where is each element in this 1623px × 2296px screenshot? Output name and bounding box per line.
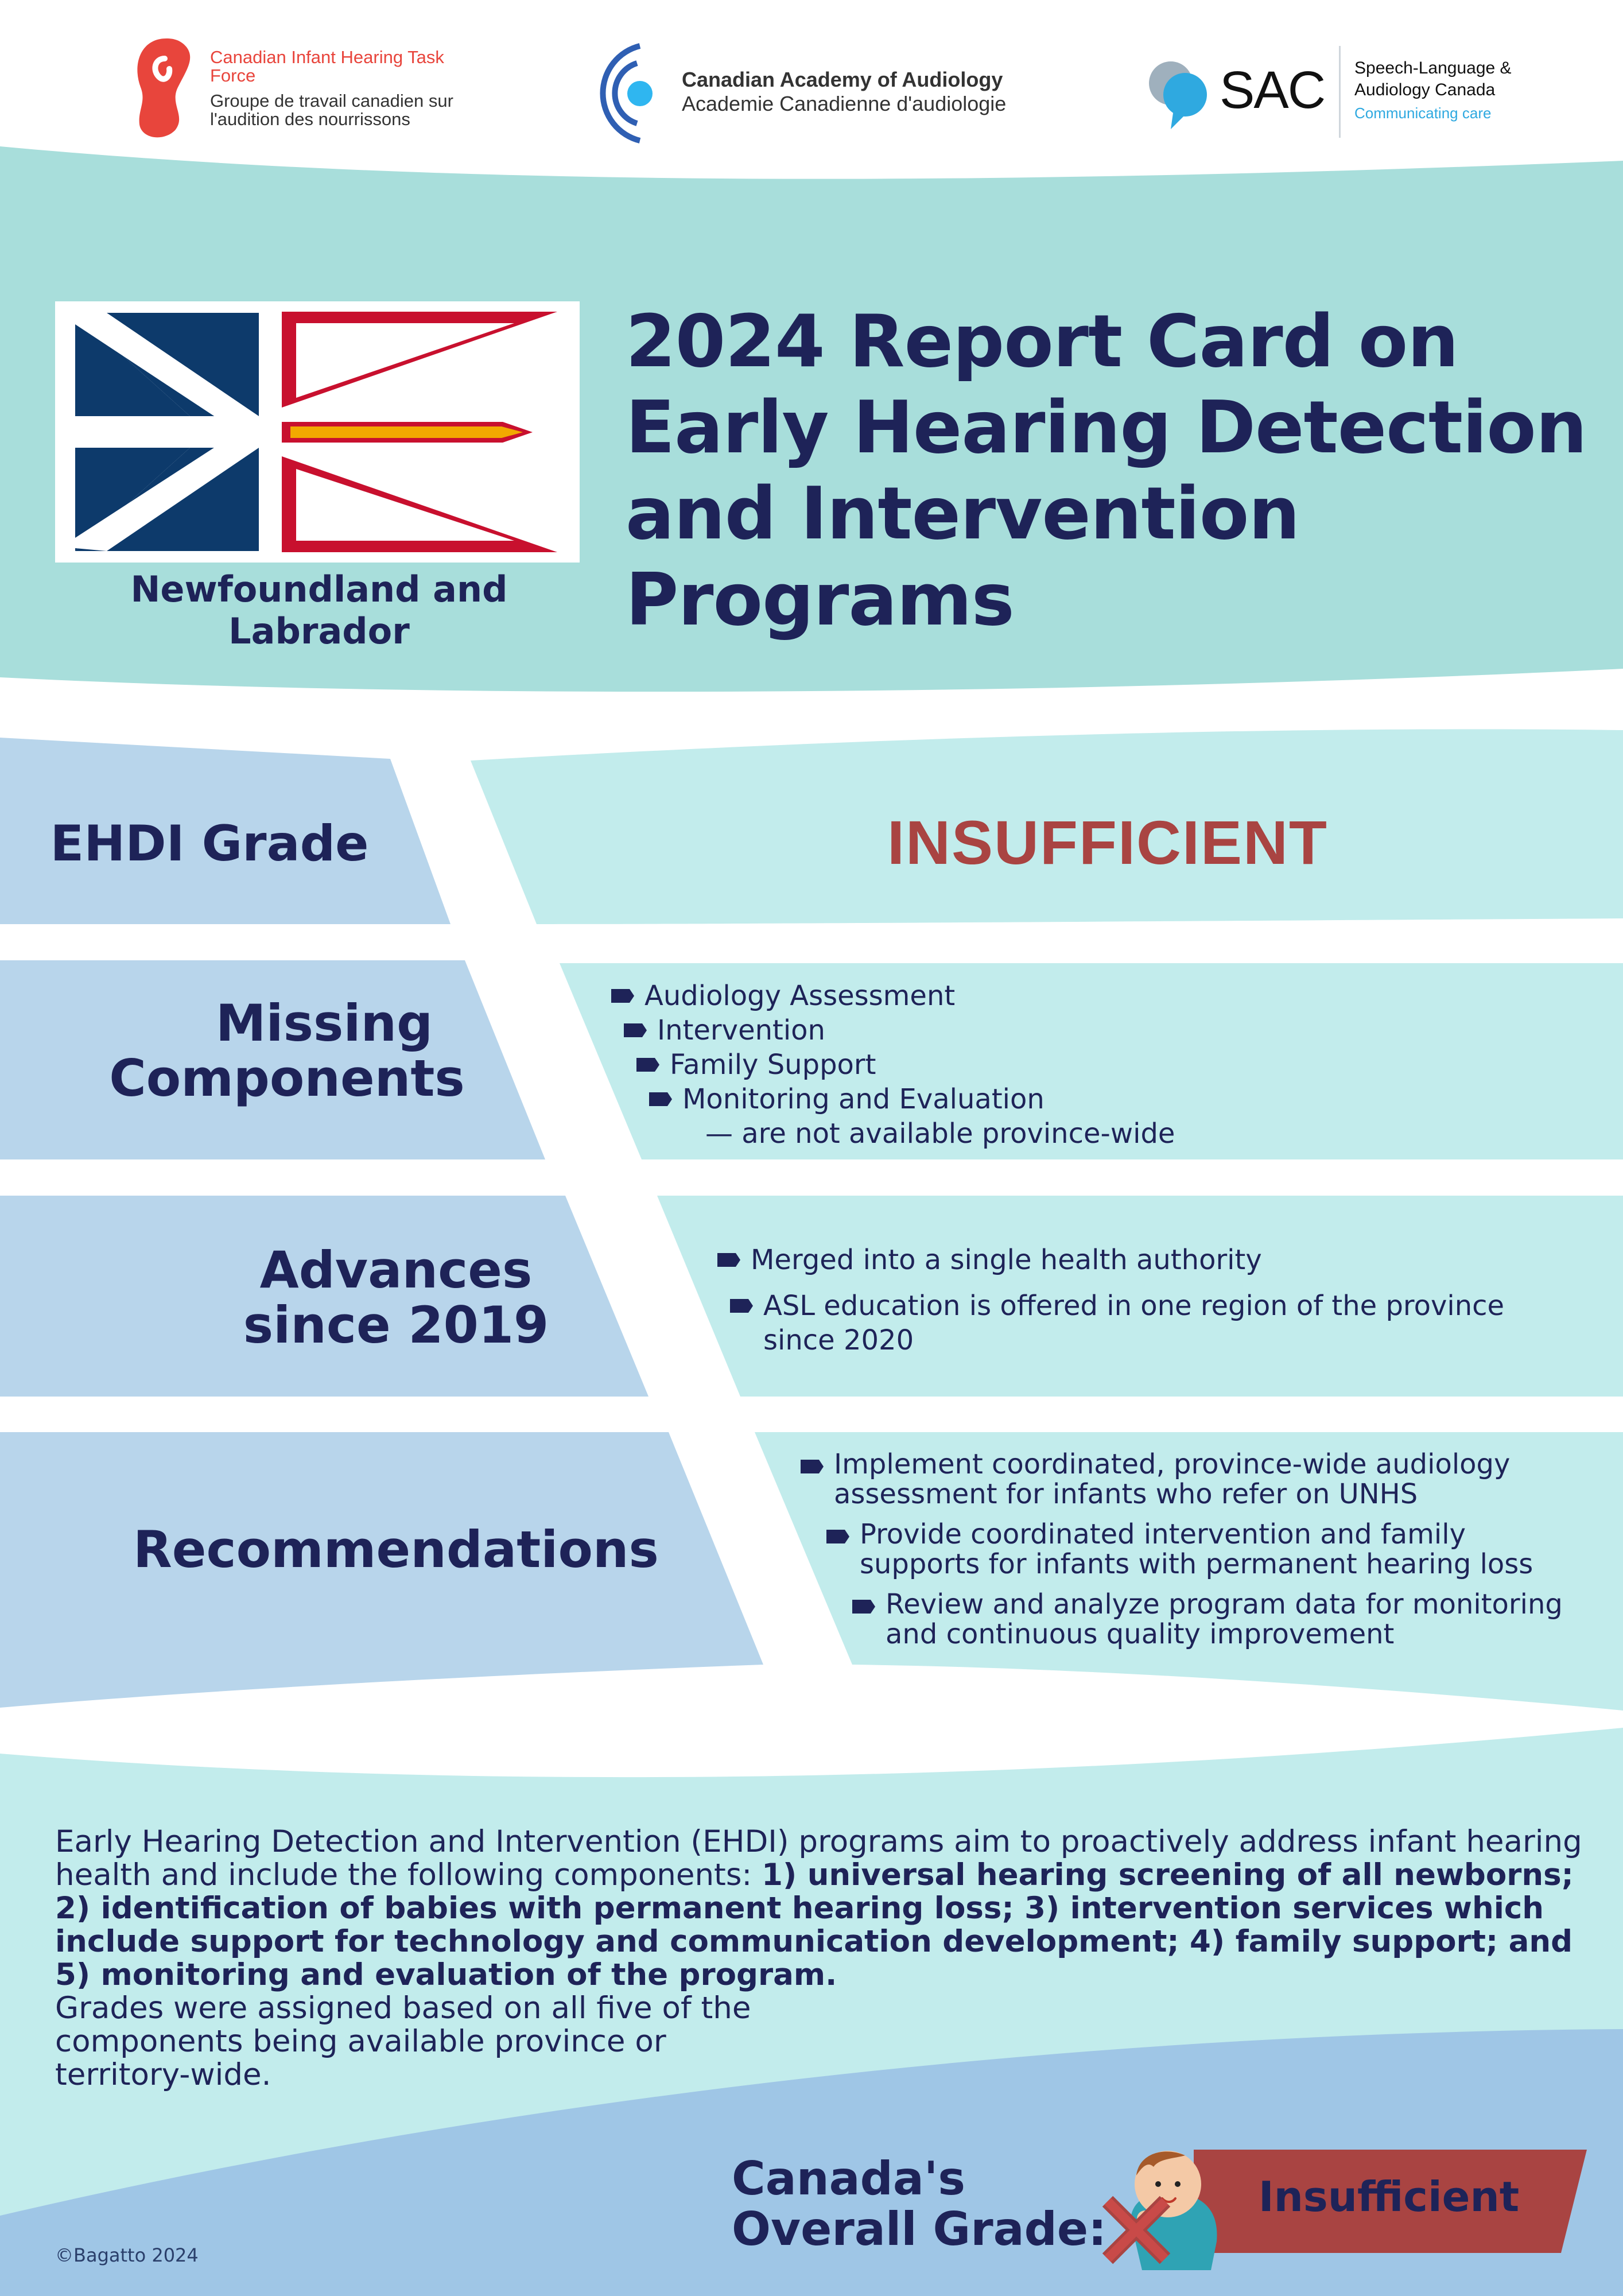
grade-label-shape	[0, 738, 451, 924]
description-intro: Early Hearing Detection and Intervention…	[55, 1824, 1582, 1892]
logo2-english: Canadian Academy of Audiology	[682, 68, 1003, 91]
logo1-french: Groupe de travail canadien sur l'auditio…	[210, 91, 453, 129]
recommendations-label: Recommendations	[133, 1520, 659, 1579]
overall-grade-label: Canada's Overall Grade:	[732, 2154, 1106, 2255]
missing-components-list: Audiology Assessment Intervention Family…	[611, 979, 1175, 1151]
logo3-name: Speech-Language & Audiology Canada	[1354, 59, 1512, 99]
advances-list: Merged into a single health authority AS…	[717, 1243, 1572, 1358]
logo2-french: Academie Canadienne d'audiologie	[682, 92, 1007, 115]
logo1-english: Canadian Infant Hearing Task Force	[210, 47, 444, 86]
overall-grade-badge	[1194, 2150, 1587, 2253]
sac-logo-mark: SAC	[1220, 61, 1326, 119]
logo-divider	[1339, 46, 1341, 138]
overall-grade-value: Insufficient	[1258, 2173, 1520, 2221]
missing-label-line-1: Missing	[215, 994, 433, 1053]
academy-logo-icon	[600, 43, 653, 144]
overall-label-line-1: Canada's	[732, 2152, 965, 2205]
ear-logo-icon	[137, 38, 191, 138]
advances-label-shape	[0, 1196, 649, 1397]
list-item: Audiology Assessment	[611, 979, 1175, 1013]
list-item: Monitoring and Evaluation	[649, 1082, 1175, 1116]
missing-label-line-2: Components	[109, 1049, 465, 1108]
logo3-tagline: Communicating care	[1354, 104, 1492, 122]
missing-components-label: Missing Components	[86, 996, 488, 1106]
missing-note: — are not available province-wide	[705, 1118, 1175, 1150]
list-item: Implement coordinated, province-wide aud…	[801, 1449, 1534, 1509]
province-name: Newfoundland and Labrador	[130, 568, 508, 652]
recommendations-list: Implement coordinated, province-wide aud…	[801, 1449, 1604, 1649]
missing-label-shape	[0, 960, 545, 1159]
list-item: Family Support	[636, 1048, 1175, 1082]
advances-label-line-2: since 2019	[243, 1296, 549, 1355]
list-item: Merged into a single health authority	[717, 1243, 1572, 1277]
grading-note: Grades were assigned based on all five o…	[55, 1991, 751, 2092]
speech-bubble-logo-icon	[1149, 61, 1207, 129]
red-x-icon	[1102, 2196, 1171, 2264]
list-item: Review and analyze program data for moni…	[852, 1589, 1614, 1649]
nl-flag-icon	[55, 301, 580, 563]
page-title: 2024 Report Card on Early Hearing Detect…	[626, 298, 1613, 643]
title-line-3: and Intervention Programs	[626, 471, 1300, 642]
description-components: 1) universal hearing screening of all ne…	[55, 1857, 1574, 1992]
title-line-1: 2024 Report Card on	[626, 299, 1459, 383]
ehdi-grade-label: EHDI Grade	[50, 815, 369, 872]
advances-label-line-1: Advances	[259, 1240, 533, 1300]
list-item: Intervention	[624, 1013, 1175, 1048]
title-line-2: Early Hearing Detection	[626, 385, 1587, 470]
ehdi-grade-value: INSUFFICIENT	[887, 808, 1328, 877]
recommendations-label-shape	[0, 1432, 763, 1708]
advances-label: Advances since 2019	[218, 1243, 574, 1353]
copyright: ©Bagatto 2024	[55, 2244, 199, 2266]
list-item: Provide coordinated intervention and fam…	[826, 1519, 1571, 1579]
list-item: ASL education is offered in one region o…	[730, 1289, 1567, 1358]
ehdi-description: Early Hearing Detection and Intervention…	[55, 1825, 1593, 1992]
overall-label-line-2: Overall Grade:	[732, 2202, 1107, 2256]
grade-value-shape	[471, 729, 1623, 924]
